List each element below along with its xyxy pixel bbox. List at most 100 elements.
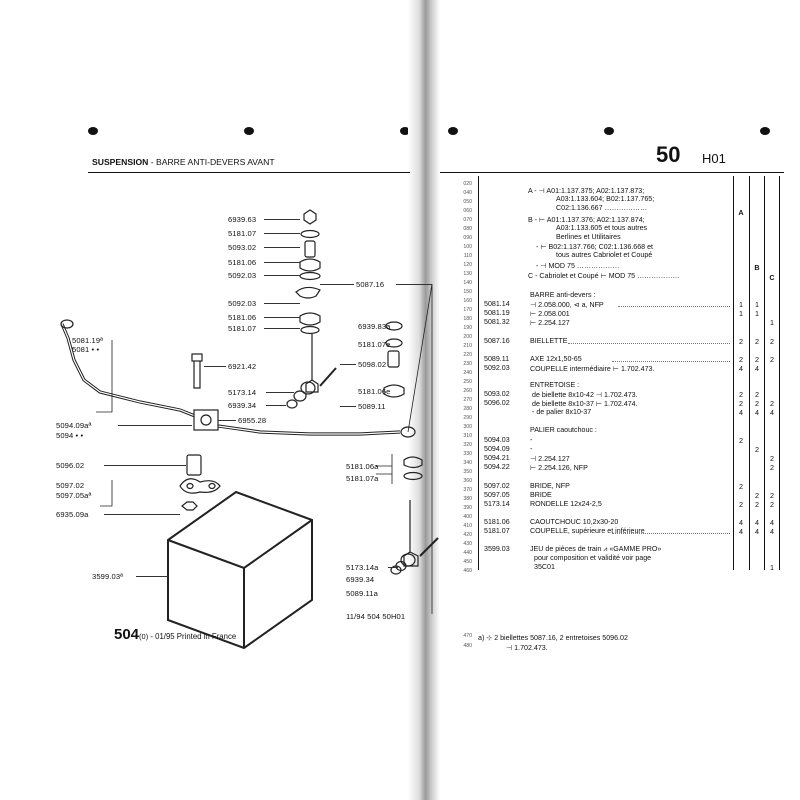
row-designation: AXE 12x1,50-65 (530, 355, 582, 363)
leader-line (266, 405, 286, 406)
spacer-5098-02 (387, 350, 400, 368)
rubber-5181-06 (299, 258, 321, 272)
cup-5181-07e (385, 338, 403, 348)
washer-5173-14a (395, 560, 407, 572)
section-title: SUSPENSION - BARRE ANTI-DEVERS AVANT (92, 157, 275, 167)
table-left-rule (478, 176, 479, 570)
row-ref: 5087.16 (484, 337, 510, 345)
footer-model-suffix: (0) (139, 632, 149, 641)
part-label: 5098.02 (358, 360, 387, 369)
row-designation: COUPELLE, supérieure et inférieure (530, 527, 645, 535)
anti-roll-bar (60, 323, 401, 436)
qty-b: 4 (755, 518, 759, 527)
row-number: 090 (463, 235, 472, 241)
part-label: 6935.09a (56, 510, 89, 519)
leader-line (264, 262, 300, 263)
row-number: 460 (463, 568, 472, 574)
leader-line (340, 364, 356, 365)
row-designation: de biellette 8x10-42 ⊣ 1.702.473. (532, 391, 638, 399)
part-label: 6939.34 (228, 401, 257, 410)
part-label: 5092.03 (228, 271, 257, 280)
leader-line (340, 406, 356, 407)
qty-c: 2 (770, 399, 774, 408)
qty-c: 2 (770, 355, 774, 364)
link-rod (305, 334, 319, 393)
kit-box (167, 490, 313, 650)
leader-line (396, 284, 432, 285)
binder-hole (400, 127, 410, 135)
row-designation: ⊢ 2.058.001 (530, 310, 570, 318)
leader-line (136, 576, 168, 577)
row-ref: 5081.32 (484, 318, 510, 326)
condition-line: C - Cabriolet et Coupé ⊢ MOD 75 ……………… (528, 272, 680, 280)
row-number: 310 (463, 433, 472, 439)
row-ref: 5093.02 (484, 390, 510, 398)
table-col-rule (779, 176, 780, 570)
row-designation: ⊣ 2.058.000, ⊲ a, NFP (530, 301, 604, 309)
row-ref: 5096.02 (484, 399, 510, 407)
part-label: 6939.63 (228, 215, 257, 224)
row-number: 360 (463, 478, 472, 484)
washer-6939-34 (286, 399, 298, 409)
leader-5087 (407, 283, 433, 614)
leader-line (320, 284, 354, 285)
row-ref: 5097.05 (484, 491, 510, 499)
part-label: 5096.02 (56, 461, 85, 470)
qty-b: 2 (755, 337, 759, 346)
qty-b: 1 (755, 300, 759, 309)
row-designation: BARRE anti-devers : (530, 291, 596, 299)
row-designation: ENTRETOISE : (530, 381, 580, 389)
diagram-reference-code: 11/94 504 50H01 (346, 612, 406, 621)
dot-leader (568, 343, 730, 344)
leader-line (264, 303, 300, 304)
part-label: 6939.83a (358, 322, 391, 331)
row-designation: ⊢ 2.254.127 (530, 319, 570, 327)
row-number: 250 (463, 379, 472, 385)
row-number: 350 (463, 469, 472, 475)
row-number: 110 (463, 253, 472, 259)
qty-a: 2 (739, 399, 743, 408)
row-number: 060 (463, 208, 472, 214)
nut-6939-63 (303, 209, 317, 225)
row-ref: 5081.14 (484, 300, 510, 308)
axle-5089-11a (419, 537, 439, 557)
row-designation: RONDELLE 12x24-2,5 (530, 500, 602, 508)
condition-line: tous autres Cabriolet et Coupé (556, 251, 653, 259)
row-ref: 5094.21 (484, 454, 510, 462)
condition-line: Berlines et Utilitaires (556, 233, 621, 241)
bar-end-eye (400, 426, 416, 438)
part-label: 5094.09aª (56, 421, 92, 430)
part-label: 5081 • • (72, 345, 100, 354)
row-ref: 5092.03 (484, 364, 510, 372)
leader-line (264, 275, 300, 276)
part-label: 6921.42 (228, 362, 257, 371)
leader-line (118, 425, 192, 426)
row-designation: PALIER caoutchouc : (530, 426, 597, 434)
leader-line (104, 465, 186, 466)
group-code: H01 (702, 151, 726, 166)
column-header-c: C (769, 273, 775, 282)
row-designation: - de palier 8x10-37 (532, 408, 592, 416)
row-ref: 5097.02 (484, 482, 510, 490)
footer-model: 504 (114, 626, 140, 643)
cup-5092-03-b (295, 286, 321, 299)
row-number: 420 (463, 532, 472, 538)
row-designation: COUPELLE intermédiaire ⊢ 1.702.473. (530, 365, 655, 373)
leader-line (264, 233, 300, 234)
row-ref: 5089.11 (484, 355, 510, 363)
nut-6935-09 (181, 501, 198, 511)
row-designation: BRIDE, NFP (530, 482, 570, 490)
section-title-bold: SUSPENSION (92, 157, 149, 167)
link-rod-lower (403, 500, 419, 567)
qty-b: 2 (755, 390, 759, 399)
part-label: 5181.06 (228, 313, 257, 322)
row-ref: 5181.06 (484, 518, 510, 526)
row-number: 300 (463, 424, 472, 430)
condition-line: - ⊣ MOD 75 ……………… (536, 262, 620, 270)
table-col-rule (749, 176, 750, 570)
table-col-rule (764, 176, 765, 570)
row-number: 430 (463, 541, 472, 547)
qty-a: 4 (739, 527, 743, 536)
qty-b: 2 (755, 399, 759, 408)
